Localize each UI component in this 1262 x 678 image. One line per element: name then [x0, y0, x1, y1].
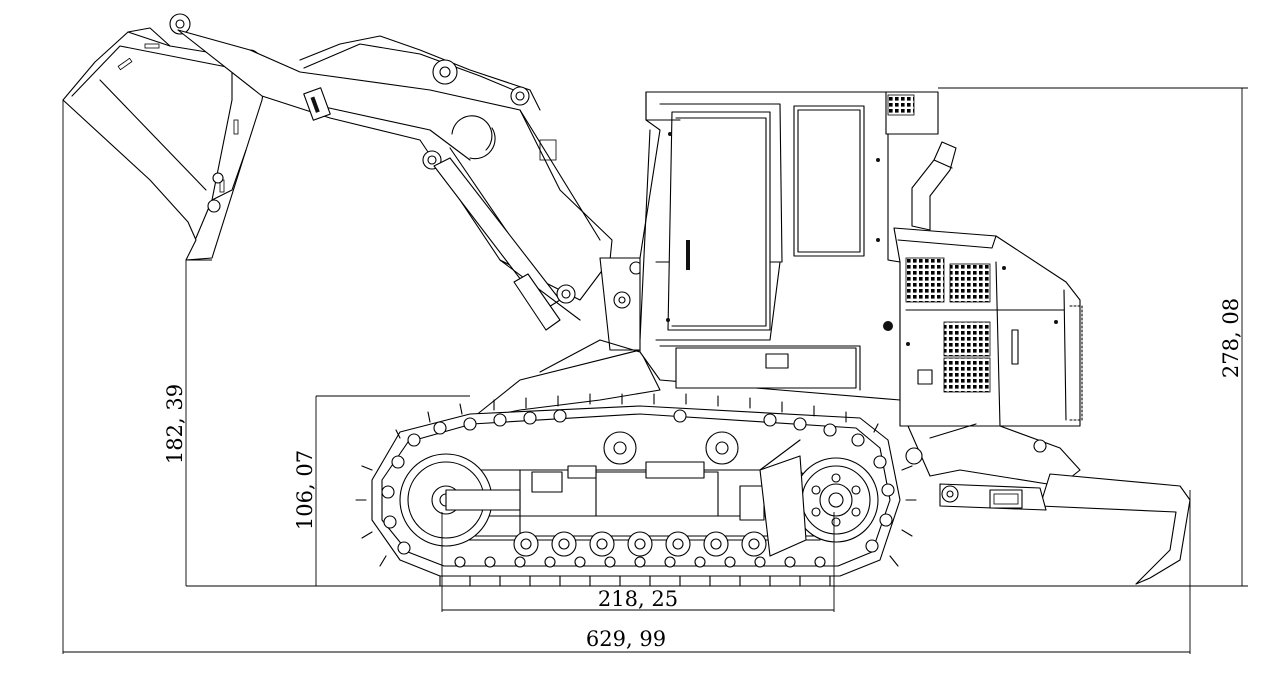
carrier-rollers — [603, 431, 739, 465]
lift-cylinder — [433, 157, 581, 331]
front-idler-wheel — [399, 453, 521, 547]
rear-ripper — [905, 423, 1191, 585]
overall-length-label: 629, 99 — [586, 627, 666, 651]
track-height-label: 106, 07 — [293, 450, 317, 530]
operator-cab — [639, 91, 939, 401]
engine-hood — [893, 227, 1083, 427]
track-centers-label: 218, 25 — [598, 587, 678, 611]
exhaust-pipe — [911, 141, 957, 231]
track-rollers — [513, 531, 767, 557]
overall-height-label: 278, 08 — [1219, 298, 1243, 378]
track-grousers — [355, 393, 917, 587]
loader-boom — [177, 29, 613, 301]
front-frame — [469, 257, 661, 421]
dimension-lines — [62, 87, 1248, 654]
track-pins — [381, 409, 895, 568]
drive-sprocket — [759, 455, 879, 557]
bucket-edge-height-label: 182, 39 — [163, 384, 187, 464]
